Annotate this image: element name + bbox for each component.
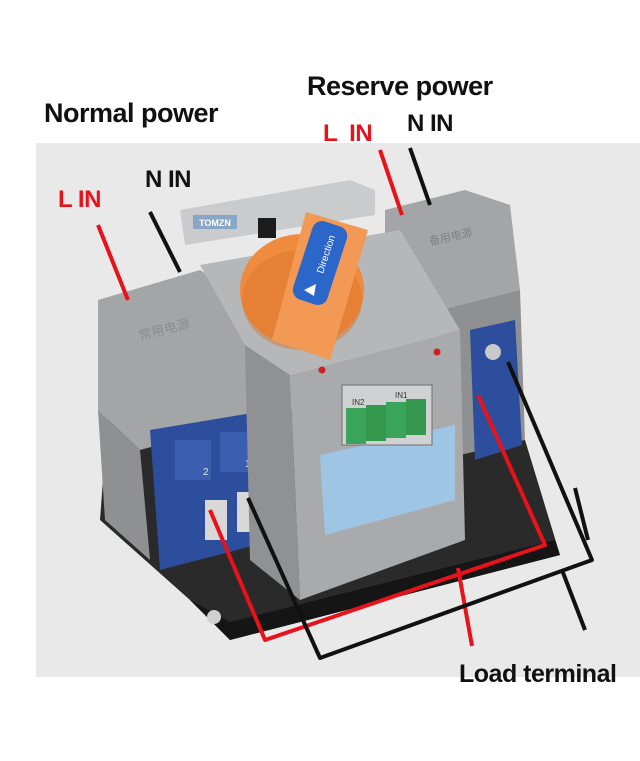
load-terminal-label: Load terminal — [459, 660, 617, 688]
load-n-loop — [246, 361, 594, 660]
indicator-light — [433, 348, 441, 356]
normal-power-label: Normal power — [44, 98, 219, 128]
green-connector — [346, 408, 366, 444]
reserve-l-wire — [378, 149, 404, 216]
right-terminal-block — [470, 320, 522, 460]
left-module-side — [98, 410, 150, 560]
center-housing-left — [245, 345, 300, 600]
reserve-n-in-label: N IN — [407, 110, 454, 137]
arrow-icon — [304, 284, 316, 296]
connector-label: IN1 — [395, 391, 408, 400]
left-terminal-slot — [175, 440, 211, 480]
info-label — [320, 425, 455, 535]
mounting-base-edge — [190, 540, 560, 640]
reserve-power-label: Reserve power — [307, 71, 493, 101]
normal-n-wire — [148, 211, 182, 273]
brand-logo: TOMZN — [199, 218, 231, 228]
mounting-hole — [207, 610, 221, 624]
normal-l-wire — [96, 224, 130, 301]
rocker-switch — [258, 218, 276, 238]
green-connector — [366, 405, 386, 441]
normal-n-in-label: N IN — [145, 166, 192, 193]
brand-plate — [193, 215, 237, 229]
load-n-riser — [573, 487, 590, 541]
reserve-n-wire — [408, 147, 432, 206]
direction-plate — [292, 221, 348, 305]
indicator-light — [318, 366, 326, 374]
load-n-drop — [560, 569, 587, 631]
right-terminal-screw — [485, 344, 501, 360]
green-connector — [386, 402, 406, 438]
load-l-loop — [208, 394, 547, 642]
normal-l-in-label: L IN — [58, 186, 101, 213]
terminal-number: 2 — [203, 467, 209, 478]
connector-label: IN2 — [352, 398, 365, 407]
left-module-top — [98, 270, 250, 450]
reserve-l-in-label: L IN — [323, 120, 373, 147]
green-connector — [406, 399, 426, 435]
